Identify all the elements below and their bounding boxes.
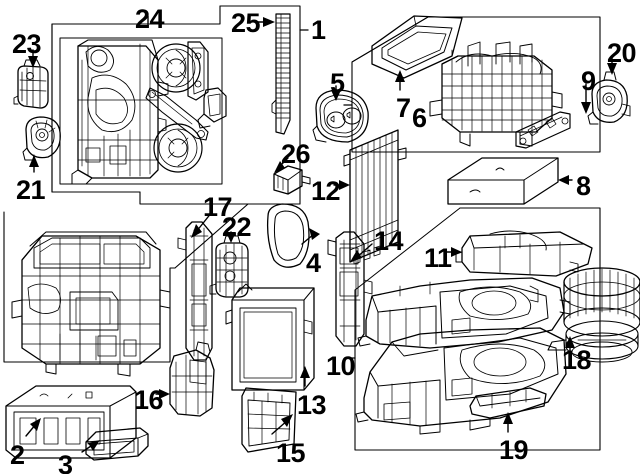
part-21-blend-door-motor <box>22 116 61 161</box>
part-19-duct-clip <box>469 387 547 419</box>
part-9-link-rod <box>515 111 571 149</box>
callout-8[interactable]: 8 <box>576 171 591 201</box>
callout-16[interactable]: 16 <box>134 385 164 415</box>
part-3-cover-lid <box>85 427 149 461</box>
part-4-seal-ring <box>266 203 310 268</box>
callout-9[interactable]: 9 <box>581 66 596 96</box>
part-20-mode-servo <box>587 71 631 125</box>
part-8-cabin-filter <box>447 157 559 205</box>
callout-20[interactable]: 20 <box>607 38 637 68</box>
group-box-lower-case <box>346 207 601 451</box>
part-10-bottom-tray <box>355 327 567 435</box>
callout-17[interactable]: 17 <box>203 192 233 222</box>
callout-26[interactable]: 26 <box>281 139 311 169</box>
part-15-grille-panel <box>241 387 297 453</box>
part-25-rack-gear <box>271 13 291 135</box>
part-evaporator-case-body <box>11 231 171 377</box>
part-16-side-bracket <box>169 341 215 417</box>
callout-14[interactable]: 14 <box>374 226 404 256</box>
callout-25[interactable]: 25 <box>231 8 261 38</box>
group-box-case-inner <box>51 23 141 193</box>
callout-19[interactable]: 19 <box>499 435 529 465</box>
callout-2[interactable]: 2 <box>10 440 25 470</box>
part-24-link-arm <box>145 87 209 141</box>
callout-21[interactable]: 21 <box>16 175 46 205</box>
part-26-resistor-connector <box>273 165 311 195</box>
part-24-bracket <box>187 41 209 101</box>
callout-10[interactable]: 10 <box>326 351 356 381</box>
callout-12[interactable]: 12 <box>311 176 341 206</box>
part-24-gear-upper <box>151 43 201 93</box>
part-24-case-half <box>71 39 169 185</box>
callout-18[interactable]: 18 <box>562 345 592 375</box>
callout-22[interactable]: 22 <box>222 212 252 242</box>
callout-13[interactable]: 13 <box>297 390 327 420</box>
callout-15[interactable]: 15 <box>276 438 306 468</box>
callout-24[interactable]: 24 <box>135 4 165 34</box>
callout-11[interactable]: 11 <box>424 243 452 273</box>
callout-4[interactable]: 4 <box>306 248 321 278</box>
callout-1[interactable]: 1 <box>311 15 326 45</box>
leader-lines <box>25 15 617 453</box>
group-box-evaporator <box>3 211 176 363</box>
callout-3[interactable]: 3 <box>58 450 73 474</box>
part-11-upper-duct <box>455 230 593 277</box>
part-13-heater-core <box>225 283 315 391</box>
callout-23[interactable]: 23 <box>12 29 42 59</box>
callout-6[interactable]: 6 <box>412 103 427 133</box>
callout-5[interactable]: 5 <box>330 68 345 98</box>
part-24-clip <box>197 87 227 129</box>
group-box-heater-housing <box>343 16 601 153</box>
callout-7[interactable]: 7 <box>396 93 411 123</box>
